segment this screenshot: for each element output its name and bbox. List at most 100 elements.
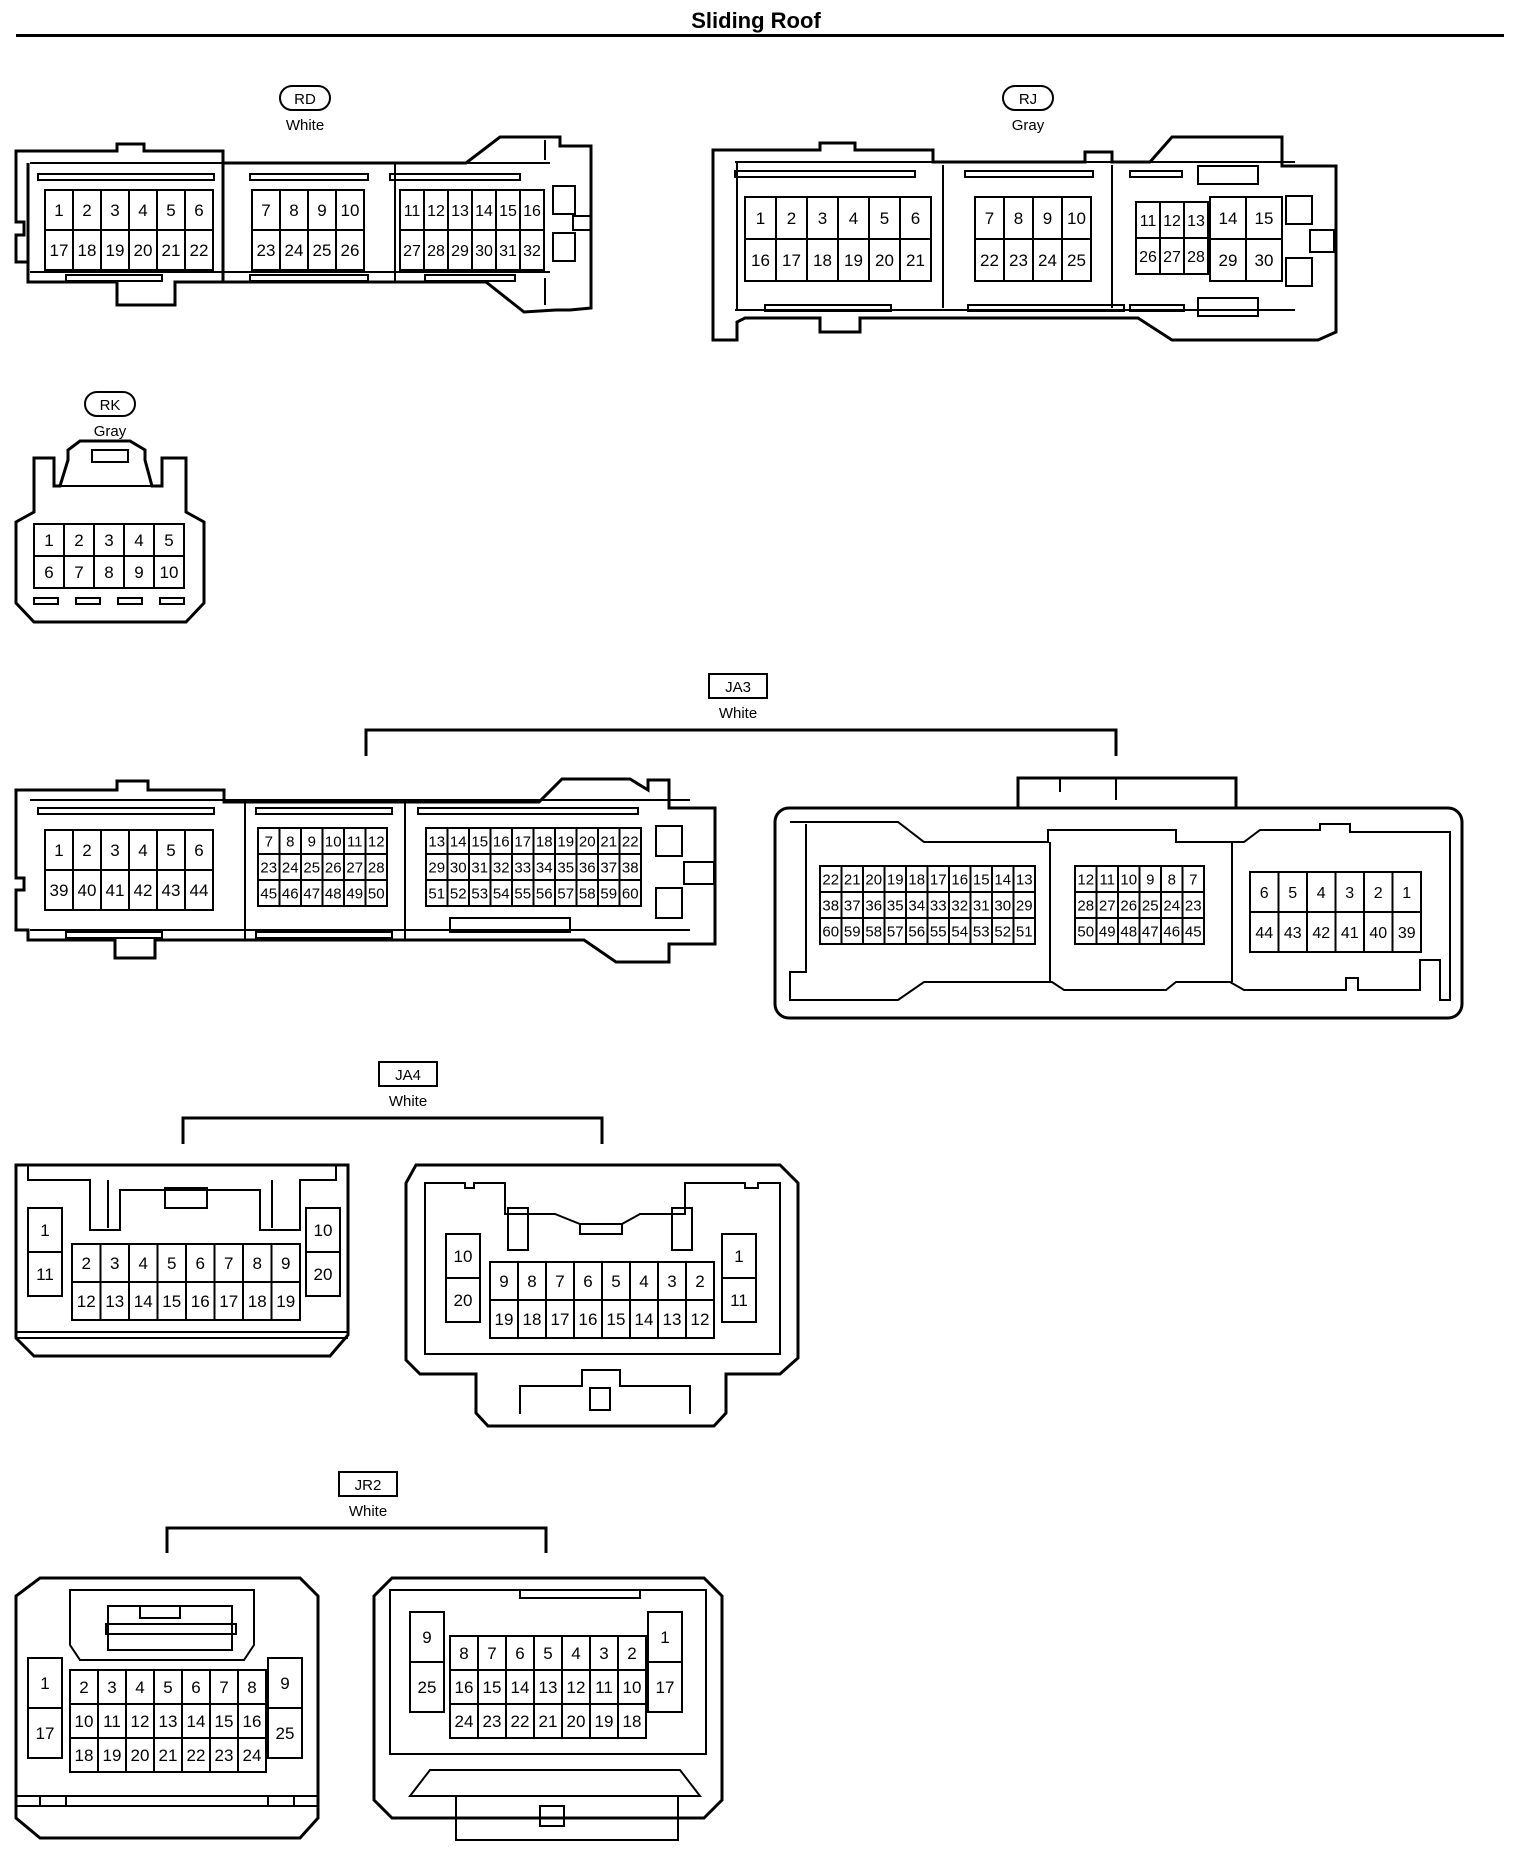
pin-JR2-25: 25 <box>267 1707 303 1759</box>
pin-JA4-14: 14 <box>128 1281 159 1321</box>
connector-JA4-left-housing <box>14 1163 350 1358</box>
pin-JA3-7: 7 <box>257 827 281 855</box>
pin-number: 24 <box>285 241 304 260</box>
pin-number: 54 <box>951 923 968 940</box>
pin-JA3-24: 24 <box>278 853 302 881</box>
pin-number: 60 <box>622 885 639 902</box>
pin-number: 41 <box>1341 925 1359 942</box>
pin-JA4-6: 6 <box>573 1261 603 1301</box>
pin-JA3-3: 3 <box>100 829 130 871</box>
pin-JA3-19: 19 <box>554 827 578 855</box>
pin-number: 22 <box>187 1746 206 1765</box>
pin-number: 15 <box>483 1678 502 1697</box>
pin-number: 58 <box>579 885 596 902</box>
pin-JA3-52: 52 <box>446 879 470 907</box>
pin-JR2-8: 8 <box>237 1669 267 1705</box>
pin-JA3-41: 41 <box>100 869 130 911</box>
pin-number: 7 <box>487 1644 496 1663</box>
pin-number: 25 <box>276 1724 295 1743</box>
pin-number: 16 <box>243 1712 262 1731</box>
pin-JR2-11: 11 <box>589 1669 619 1705</box>
pin-number: 5 <box>166 841 175 860</box>
pin-number: 43 <box>1284 925 1302 942</box>
pin-JR2-13: 13 <box>153 1703 183 1739</box>
pin-JA3-11: 11 <box>343 827 367 855</box>
pin-number: 3 <box>110 201 119 220</box>
pin-number: 7 <box>74 563 83 582</box>
pin-RD-3: 3 <box>100 189 130 231</box>
pin-JA3-50: 50 <box>1074 917 1098 945</box>
pin-number: 2 <box>1374 885 1383 902</box>
pin-number: 21 <box>844 871 861 888</box>
pin-JA3-32: 32 <box>948 891 972 919</box>
pin-JA3-41: 41 <box>1334 911 1365 953</box>
pin-RD-15: 15 <box>495 189 521 231</box>
pin-number: 15 <box>607 1310 626 1329</box>
pin-JA4-12: 12 <box>71 1281 102 1321</box>
pin-number: 22 <box>622 833 639 850</box>
pin-number: 55 <box>514 885 531 902</box>
pin-number: 6 <box>194 841 203 860</box>
pin-number: 33 <box>930 897 947 914</box>
pin-JR2-24: 24 <box>237 1737 267 1773</box>
pin-JA3-36: 36 <box>575 853 599 881</box>
pin-number: 5 <box>164 531 173 550</box>
connector-code-RD: RD <box>294 91 316 108</box>
pin-number: 19 <box>844 251 863 270</box>
pin-number: 13 <box>451 203 469 220</box>
pin-RD-25: 25 <box>307 229 337 271</box>
pin-JR2-3: 3 <box>97 1669 127 1705</box>
pin-RJ-6: 6 <box>899 196 932 240</box>
pin-number: 19 <box>103 1746 122 1765</box>
pin-JR2-16: 16 <box>449 1669 479 1705</box>
pin-number: 11 <box>1099 871 1115 888</box>
pin-number: 12 <box>1077 871 1094 888</box>
pin-JA3-10: 10 <box>1117 865 1141 893</box>
pin-number: 19 <box>495 1310 514 1329</box>
pin-JA4-18: 18 <box>242 1281 273 1321</box>
pin-JA3-57: 57 <box>883 917 907 945</box>
pin-JA4-11: 11 <box>27 1251 63 1297</box>
pin-number: 11 <box>404 203 421 220</box>
pin-number: 4 <box>135 1678 144 1697</box>
pin-JA3-16: 16 <box>948 865 972 893</box>
pin-JA3-46: 46 <box>278 879 302 907</box>
pin-RJ-10: 10 <box>1061 196 1092 240</box>
pin-number: 53 <box>973 923 990 940</box>
pin-RD-18: 18 <box>72 229 102 271</box>
pin-JR2-12: 12 <box>561 1669 591 1705</box>
pin-number: 34 <box>908 897 925 914</box>
pin-number: 3 <box>667 1272 676 1291</box>
pin-RD-29: 29 <box>447 229 473 271</box>
pin-JA3-2: 2 <box>1363 871 1394 913</box>
pin-JR2-10: 10 <box>617 1669 647 1705</box>
pin-number: 37 <box>844 897 861 914</box>
pin-JA3-15: 15 <box>468 827 492 855</box>
pin-JA3-40: 40 <box>72 869 102 911</box>
pin-JA3-47: 47 <box>300 879 324 907</box>
pin-RJ-15: 15 <box>1245 196 1283 240</box>
pin-RJ-26: 26 <box>1135 237 1161 275</box>
pin-number: 40 <box>78 881 97 900</box>
pin-JR2-4: 4 <box>125 1669 155 1705</box>
pin-JR2-14: 14 <box>181 1703 211 1739</box>
pin-JA4-10: 10 <box>445 1233 481 1279</box>
pin-RK-7: 7 <box>63 555 95 589</box>
pin-number: 59 <box>844 923 861 940</box>
pin-number: 8 <box>253 1254 262 1273</box>
pin-JA4-15: 15 <box>156 1281 187 1321</box>
connector-color-JA4: White <box>389 1093 427 1110</box>
connector-code-RJ: RJ <box>1019 91 1037 108</box>
pin-number: 22 <box>822 871 839 888</box>
pin-JA3-51: 51 <box>425 879 449 907</box>
pin-number: 27 <box>346 859 363 876</box>
pin-JA3-27: 27 <box>343 853 367 881</box>
pin-number: 18 <box>78 241 97 260</box>
connector-code-RK: RK <box>100 397 121 414</box>
pin-number: 21 <box>162 241 181 260</box>
